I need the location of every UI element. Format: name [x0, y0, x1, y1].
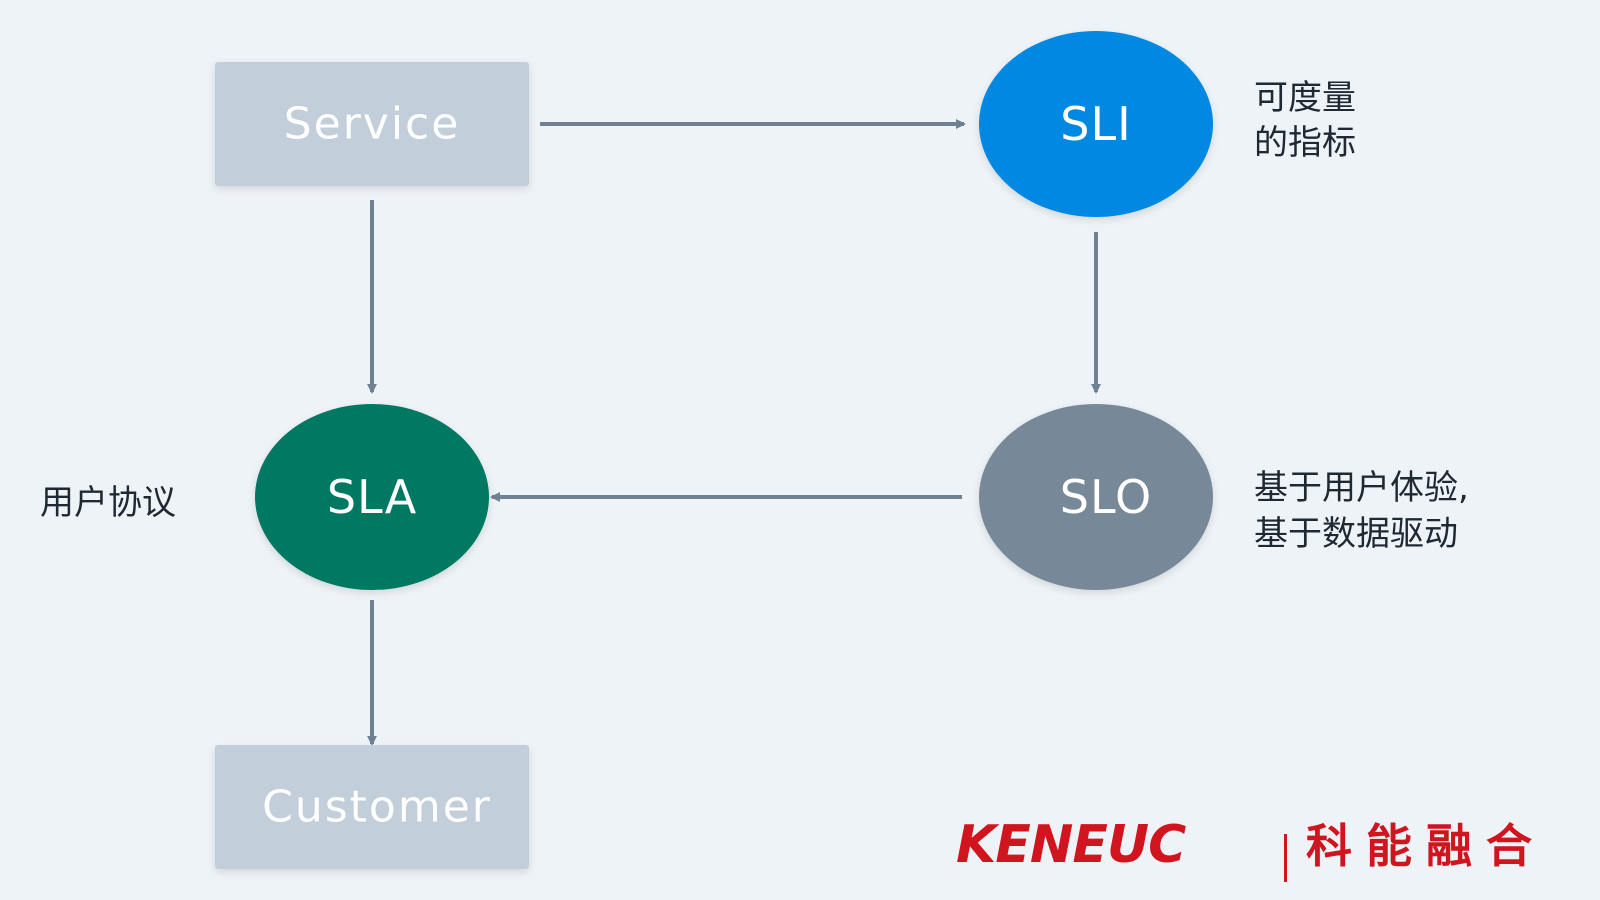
customer-node[interactable]: Customer	[215, 745, 529, 869]
sli-label: SLI	[1060, 97, 1131, 151]
slo-note-line-2: 基于数据驱动	[1254, 514, 1458, 554]
sla-node[interactable]: SLA	[255, 404, 489, 590]
slo-note-line-1: 基于用户体验,	[1254, 468, 1469, 508]
logo-latin-text: KENEUC	[956, 815, 1186, 875]
customer-label: Customer	[262, 782, 492, 833]
sla-note: 用户协议	[40, 483, 176, 523]
sli-node[interactable]: SLI	[979, 31, 1213, 217]
brand-logo: KENEUC 科能融合	[956, 815, 1546, 882]
customer-box	[215, 745, 529, 869]
slo-label: SLO	[1060, 470, 1152, 524]
logo-divider	[1284, 834, 1287, 882]
sla-label: SLA	[327, 470, 417, 524]
sli-ellipse	[979, 31, 1213, 217]
logo-chinese-text: 科能融合	[1306, 819, 1546, 873]
service-box	[215, 62, 529, 186]
sli-note-line-1: 可度量	[1254, 78, 1356, 118]
slo-node[interactable]: SLO	[979, 404, 1213, 590]
sli-note-line-2: 的指标	[1254, 123, 1356, 163]
slo-ellipse	[979, 404, 1213, 590]
sla-ellipse	[255, 404, 489, 590]
service-label: Service	[284, 99, 461, 150]
service-node[interactable]: Service	[215, 62, 529, 186]
